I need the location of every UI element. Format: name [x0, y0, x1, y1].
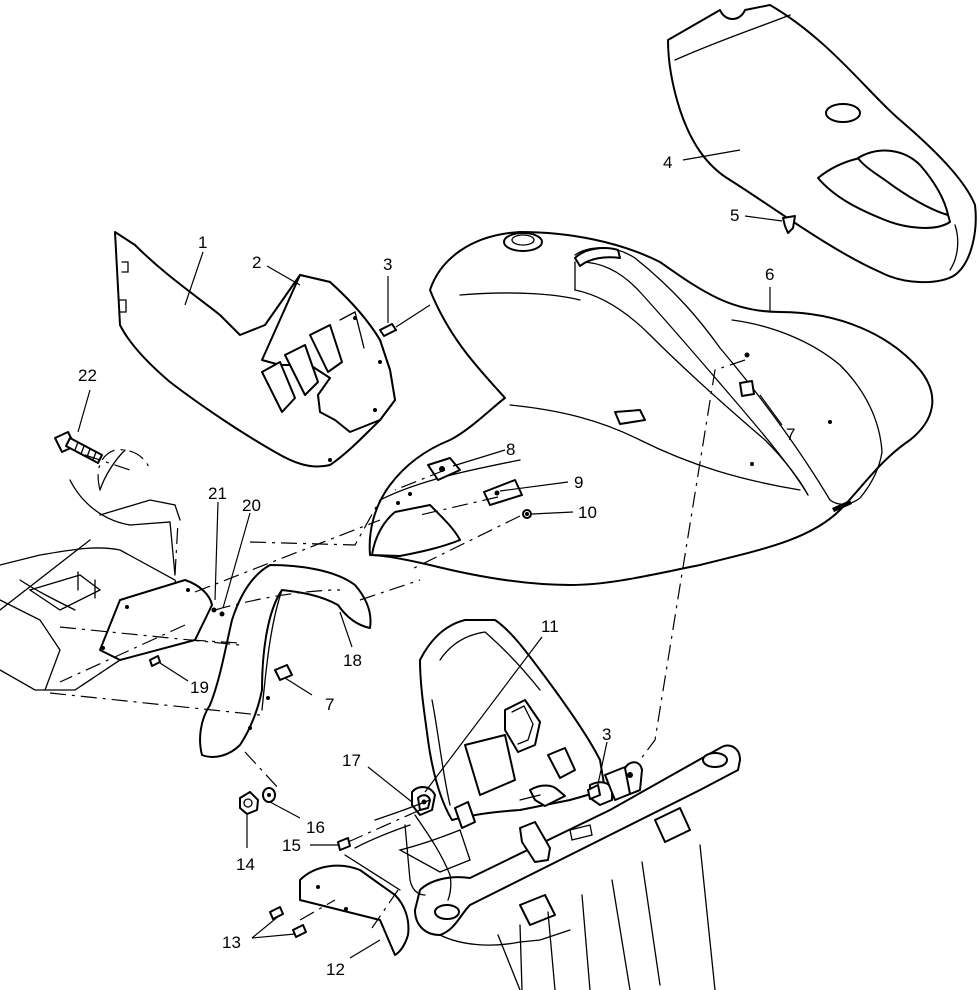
callout-19: 19 [190, 678, 209, 697]
part-18-fender-flare [199, 564, 372, 758]
part-4-rear-cover [667, 4, 977, 284]
alignment-lines [49, 359, 746, 929]
callout-15: 15 [282, 836, 301, 855]
part-13-screws [269, 906, 307, 938]
callout-21: 21 [208, 484, 227, 503]
part-7-nut-lower [274, 664, 293, 681]
callout-labels: 1 2 3 3 4 5 6 7 7 8 9 10 11 12 13 14 15 … [78, 153, 795, 979]
callout-3-lower: 3 [602, 725, 611, 744]
part-22-bolt [54, 431, 103, 464]
part-8-9-10-fasteners [427, 457, 532, 519]
callout-5: 5 [730, 206, 739, 225]
callout-4: 4 [663, 153, 672, 172]
callout-13: 13 [222, 933, 241, 952]
part-3-screw-upper [379, 304, 431, 337]
part-7-nut-upper [739, 380, 755, 397]
part-5-clip [782, 215, 796, 234]
part-12-mud-guard [299, 864, 410, 956]
callout-9: 9 [574, 473, 583, 492]
frame-assembly [344, 619, 741, 990]
callout-8: 8 [506, 440, 515, 459]
callout-16: 16 [306, 818, 325, 837]
part-6-front-fender [368, 231, 934, 586]
left-footwell [0, 449, 186, 691]
callout-3-upper: 3 [383, 255, 392, 274]
callout-7-lower: 7 [325, 695, 334, 714]
leader-lines [77, 149, 783, 959]
part-2-inner-shield [261, 274, 396, 462]
part-15-screw [337, 837, 351, 851]
callout-11: 11 [541, 617, 559, 636]
callout-12: 12 [326, 960, 345, 979]
callout-6: 6 [765, 265, 774, 284]
callout-2: 2 [252, 253, 261, 272]
callout-7-upper: 7 [786, 425, 795, 444]
part-19-20-21-bracket [99, 579, 225, 667]
callout-10: 10 [578, 503, 597, 522]
callout-14: 14 [236, 855, 255, 874]
callout-17: 17 [342, 751, 361, 770]
callout-20: 20 [242, 496, 261, 515]
part-14-nut [239, 791, 259, 815]
callout-22: 22 [78, 366, 97, 385]
part-16-washer [262, 787, 276, 803]
callout-18: 18 [343, 651, 362, 670]
callout-1: 1 [198, 233, 207, 252]
